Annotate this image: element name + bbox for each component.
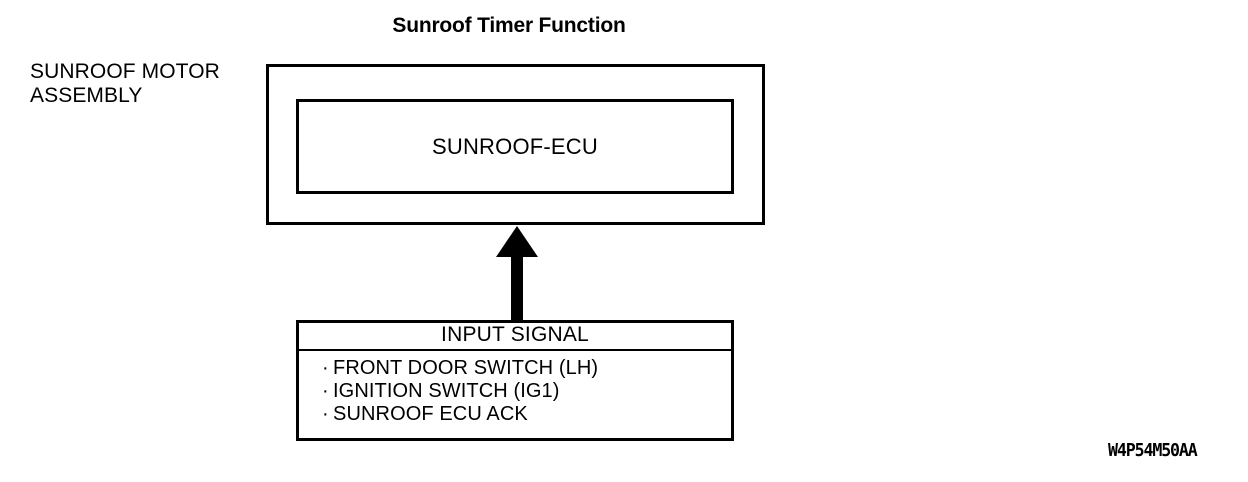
- sunroof-ecu-box: SUNROOF-ECU: [296, 99, 734, 194]
- bullet-icon: ·: [322, 357, 329, 379]
- list-item: · FRONT DOOR SWITCH (LH): [299, 357, 731, 380]
- sunroof-motor-assembly-label: SUNROOF MOTOR ASSEMBLY: [30, 60, 220, 107]
- bullet-icon: ·: [322, 403, 329, 425]
- input-signal-header-label: INPUT SIGNAL: [441, 323, 589, 346]
- input-signal-box: INPUT SIGNAL · FRONT DOOR SWITCH (LH) · …: [296, 320, 734, 441]
- list-item-label: FRONT DOOR SWITCH (LH): [333, 357, 599, 379]
- list-item-label: IGNITION SWITCH (IG1): [333, 380, 560, 402]
- figure-code: W4P54M50AA: [1108, 440, 1198, 461]
- list-item-label: SUNROOF ECU ACK: [333, 403, 528, 425]
- sunroof-ecu-label: SUNROOF-ECU: [432, 133, 598, 159]
- list-item: · IGNITION SWITCH (IG1): [299, 380, 731, 403]
- page-title: Sunroof Timer Function: [392, 14, 626, 37]
- arrow-up-icon: [496, 226, 538, 322]
- list-item: · SUNROOF ECU ACK: [299, 403, 731, 426]
- bullet-icon: ·: [322, 380, 329, 402]
- input-signal-list: · FRONT DOOR SWITCH (LH) · IGNITION SWIT…: [299, 351, 731, 426]
- input-signal-header: INPUT SIGNAL: [299, 323, 731, 351]
